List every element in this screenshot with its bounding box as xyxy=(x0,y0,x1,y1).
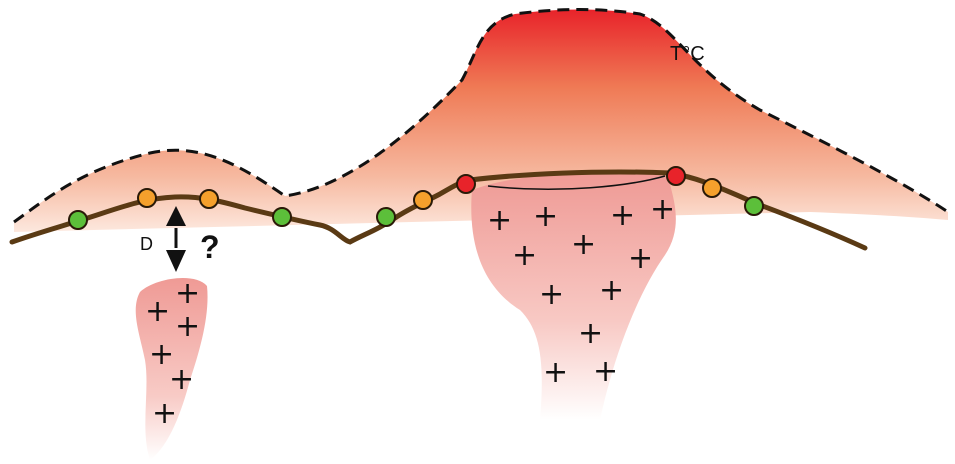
plus-symbol: + xyxy=(650,192,675,227)
plus-symbol: + xyxy=(578,316,603,351)
marker-orange xyxy=(413,190,433,210)
plus-symbol: + xyxy=(512,238,537,273)
uncertainty-mark: ? xyxy=(200,229,220,265)
plus-symbol: + xyxy=(610,198,635,233)
temperature-label: T°C xyxy=(670,43,705,65)
plus-symbol: + xyxy=(487,203,512,238)
depth-arrow-down-head xyxy=(166,250,186,272)
marker-red xyxy=(666,166,686,186)
plus-symbol: + xyxy=(169,362,194,397)
plus-symbol: + xyxy=(145,294,170,329)
isotherm-line xyxy=(13,8,949,224)
plus-symbol: + xyxy=(175,276,200,311)
marker-red xyxy=(456,174,476,194)
marker-orange xyxy=(702,178,722,198)
marker-green xyxy=(272,207,292,227)
large-pluton-symbols: + + + + + + + + + + + + xyxy=(487,192,675,390)
plus-symbol: + xyxy=(543,355,568,390)
depth-label: D xyxy=(140,234,153,254)
depth-arrow-up-head xyxy=(166,206,186,226)
plus-symbol: + xyxy=(599,273,624,308)
small-pluton xyxy=(135,278,208,460)
plus-symbol: + xyxy=(533,199,558,234)
marker-green xyxy=(376,207,396,227)
plus-symbol: + xyxy=(593,354,618,389)
large-pluton xyxy=(471,172,676,420)
marker-orange xyxy=(137,188,157,208)
plus-symbol: + xyxy=(175,309,200,344)
plus-symbol: + xyxy=(628,241,653,276)
plus-symbol: + xyxy=(152,396,177,431)
plus-symbol: + xyxy=(571,227,596,262)
thermal-anomaly xyxy=(14,9,948,232)
plus-symbol: + xyxy=(149,337,174,372)
marker-orange xyxy=(199,189,219,209)
small-pluton-symbols: + + + + + + xyxy=(145,276,200,431)
pluton-roof-line xyxy=(487,175,666,191)
plus-symbol: + xyxy=(539,277,564,312)
marker-green xyxy=(68,210,88,230)
marker-green xyxy=(744,196,764,216)
